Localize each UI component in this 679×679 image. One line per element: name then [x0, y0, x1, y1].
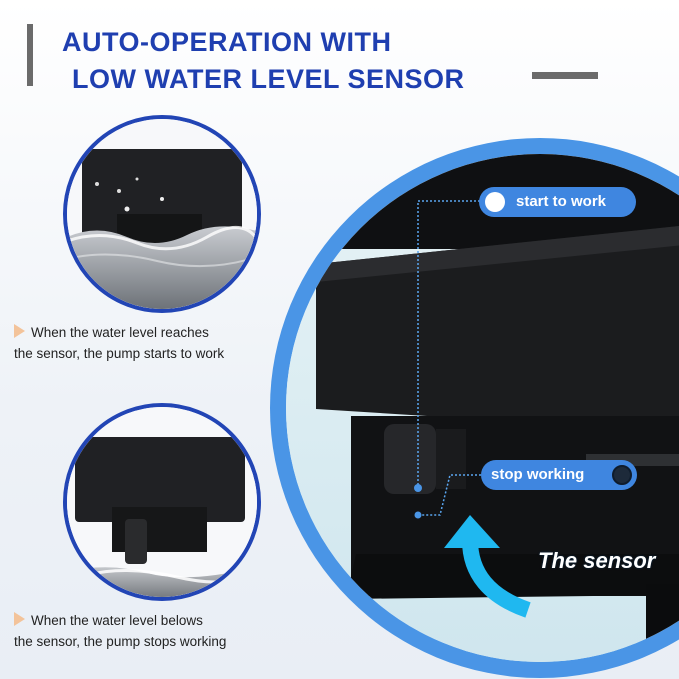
page-title: AUTO-OPERATION WITH LOW WATER LEVEL SENS…: [62, 24, 522, 98]
sensor-closeup-illustration: [270, 138, 679, 679]
triangle-right-icon: [14, 612, 25, 626]
high-water-caption-line-1: When the water level reaches: [31, 325, 209, 340]
start-callout-label: start to work: [516, 193, 607, 210]
high-water-caption-line-2: the sensor, the pump starts to work: [14, 346, 225, 361]
closeup-ring: [270, 138, 679, 678]
low-water-caption: When the water level belows the sensor, …: [14, 610, 274, 652]
sensor-label: The sensor: [538, 548, 656, 573]
high-water-caption: When the water level reaches the sensor,…: [14, 322, 274, 364]
title-line-1: AUTO-OPERATION WITH: [62, 27, 392, 57]
triangle-right-icon: [14, 324, 25, 338]
low-water-caption-line-2: the sensor, the pump stops working: [14, 634, 227, 649]
title-accent-bar: [27, 24, 33, 86]
start-callout: start to work: [479, 187, 636, 217]
closeup-inner: [286, 154, 679, 662]
high-water-illustration: [63, 115, 261, 313]
title-line-2: LOW WATER LEVEL SENSOR: [72, 64, 465, 94]
low-water-illustration: [63, 403, 261, 601]
start-indicator-icon: [485, 192, 505, 212]
stop-callout: stop working: [481, 460, 637, 490]
stop-callout-label: stop working: [491, 466, 585, 483]
title-dash-decoration: [532, 72, 598, 79]
stop-indicator-icon: [612, 465, 632, 485]
low-water-caption-line-1: When the water level belows: [31, 613, 203, 628]
